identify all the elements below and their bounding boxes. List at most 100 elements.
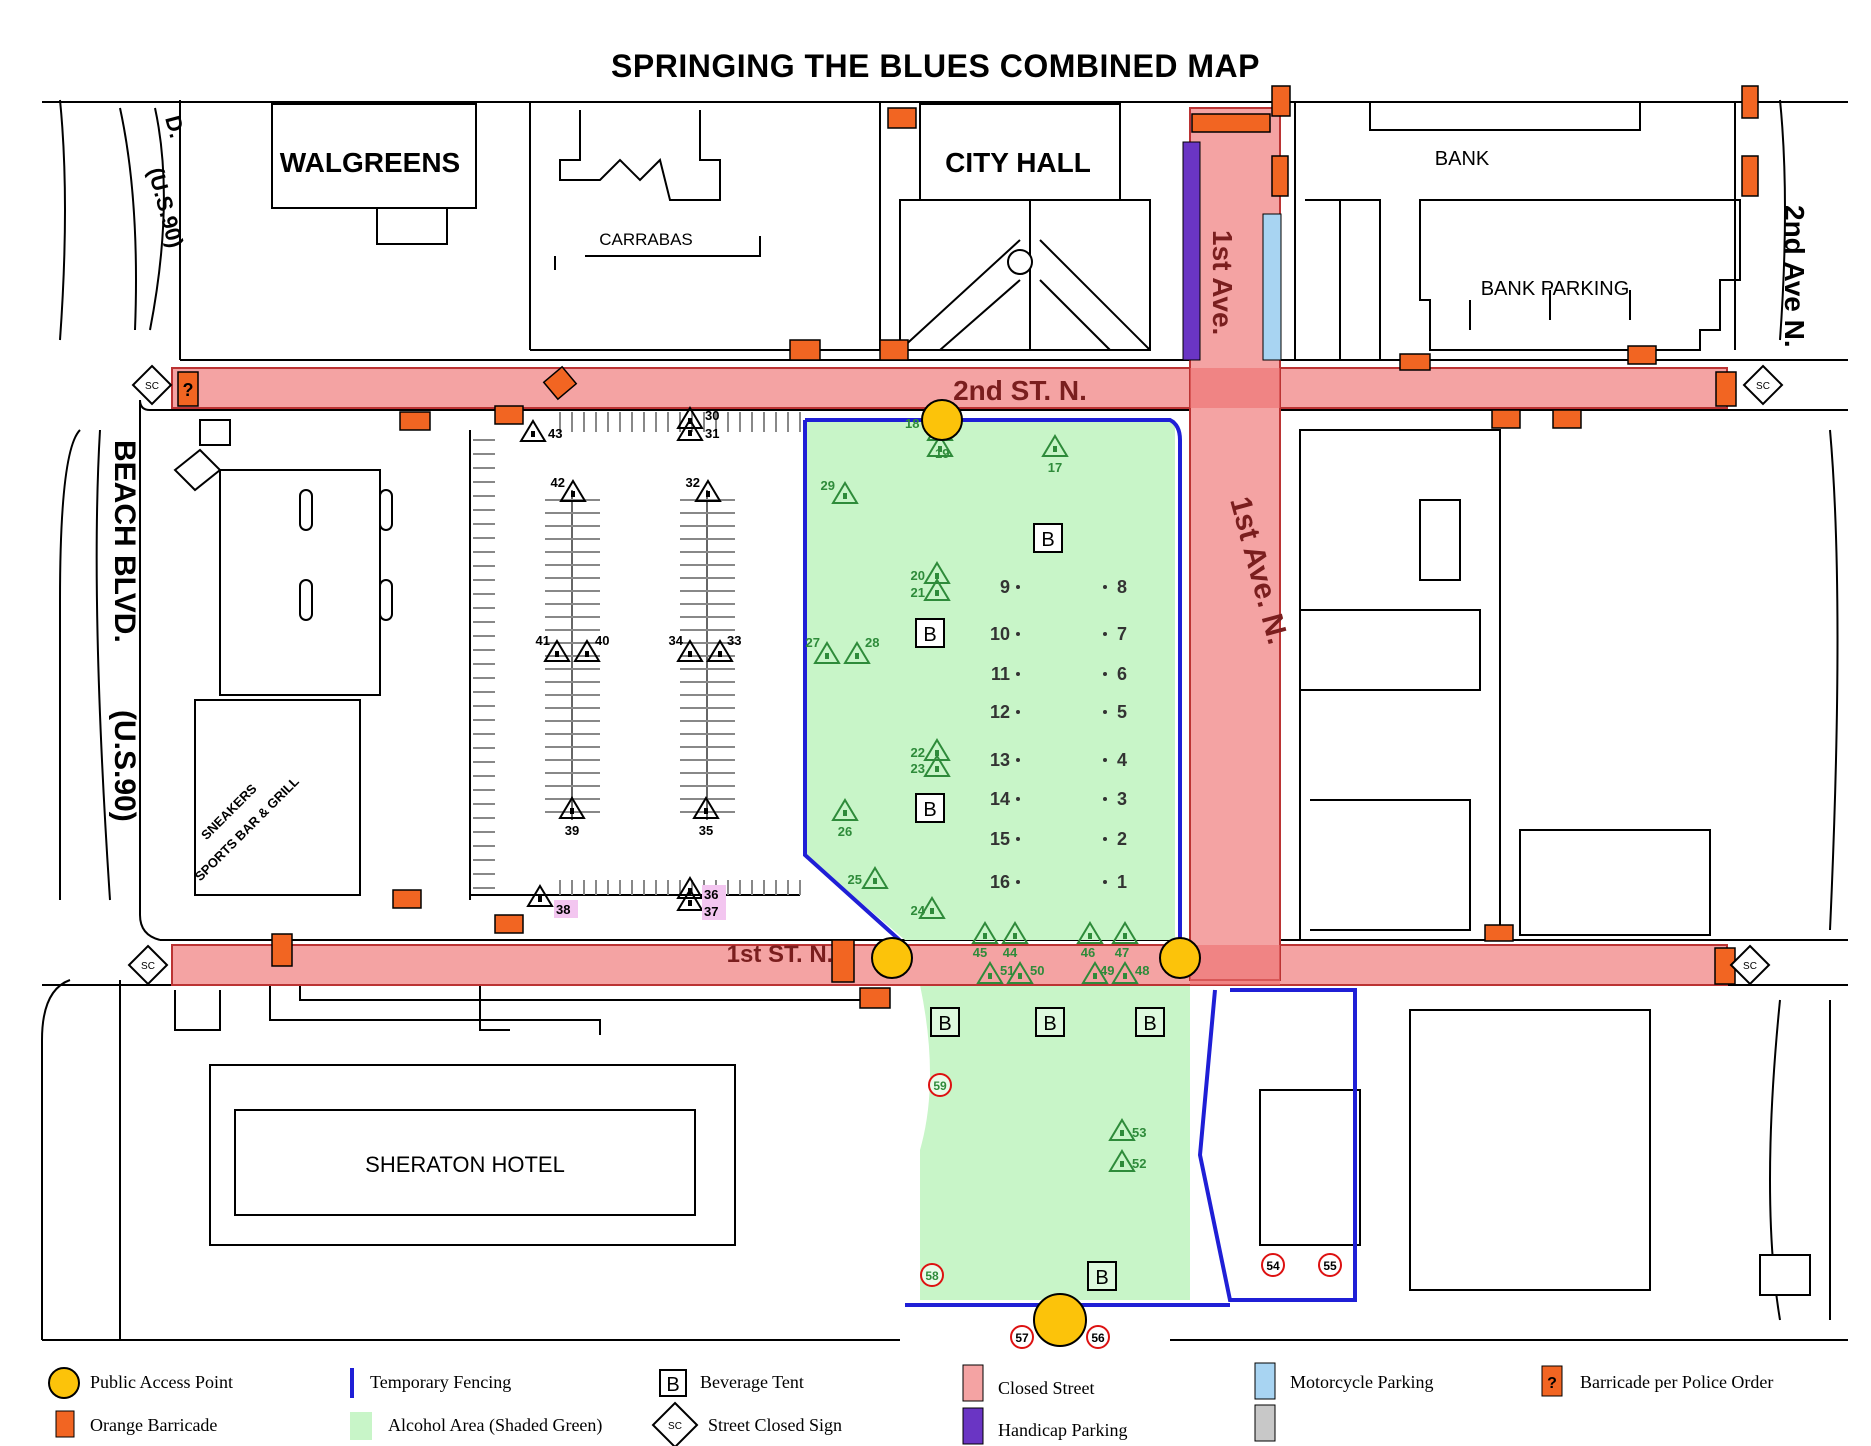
street-outlines <box>41 99 1848 1341</box>
lot-marker <box>559 479 587 502</box>
no-parking-marker: 56 <box>1086 1325 1110 1349</box>
booth-number: 5 <box>1117 702 1127 722</box>
marker-number: 33 <box>727 633 741 648</box>
alcohol-area-marker <box>923 578 951 601</box>
legend-access-symbol <box>48 1367 80 1399</box>
marker-number: 53 <box>1132 1125 1146 1140</box>
right-building <box>1519 829 1711 936</box>
legend-barricade-symbol <box>55 1410 75 1438</box>
legend-label: Beverage Tent <box>700 1372 804 1392</box>
marker-number: 41 <box>536 633 550 648</box>
access-point <box>871 937 913 979</box>
booth-number: 9 <box>1000 577 1010 597</box>
us90-label: (U.S.90) <box>108 710 141 822</box>
no-parking-marker: 59 <box>928 1073 952 1097</box>
booth-number: 15 <box>990 829 1010 849</box>
marker-number: 46 <box>1081 945 1095 960</box>
booth-number: 12 <box>990 702 1010 722</box>
alcohol-area-north <box>805 420 1175 940</box>
beverage-tent: B <box>915 618 945 648</box>
beverage-tent-letter: B <box>1041 529 1054 551</box>
lot-marker <box>676 888 704 911</box>
marker-number: 52 <box>1132 1156 1146 1171</box>
legend-closed: Closed Street <box>998 1378 1095 1399</box>
beverage-tent: B <box>1033 523 1063 553</box>
legend-sc-symbol <box>651 1401 699 1446</box>
legend-label: Handicap Parking <box>998 1420 1128 1440</box>
us90-top-prefix: D. <box>160 113 190 141</box>
alcohol-area-marker <box>1111 921 1139 944</box>
legend-tent: Beverage Tent <box>700 1372 804 1393</box>
marker-number: 37 <box>704 904 718 919</box>
walgreens-annex <box>376 207 448 245</box>
marker-number: 24 <box>911 903 926 918</box>
lot-marker <box>676 418 704 441</box>
alcohol-area-south <box>920 985 1190 1300</box>
beverage-tent: B <box>1135 1007 1165 1037</box>
public-access-points <box>871 399 1201 1347</box>
marker-number: 43 <box>548 426 562 441</box>
buildings <box>173 102 1811 1296</box>
marker-number: 47 <box>1115 945 1129 960</box>
beverage-tent: B <box>915 793 945 823</box>
no-parking-number: 56 <box>1091 1331 1105 1345</box>
beverage-tent: B <box>930 1007 960 1037</box>
marker-number: 34 <box>669 633 684 648</box>
street-closed-sign: SC <box>1729 944 1771 986</box>
alcohol-area-marker <box>813 641 841 664</box>
lot-marker <box>543 639 571 662</box>
booth-number: 16 <box>990 872 1010 892</box>
lot-marker <box>694 479 722 502</box>
carrabas-building <box>559 110 721 201</box>
small-structure <box>199 419 231 446</box>
motorcycle-parking-area <box>1262 213 1282 361</box>
alcohol-area-marker <box>1111 961 1139 984</box>
marker-number: 32 <box>686 475 700 490</box>
lot-marker <box>692 796 720 819</box>
carrabas-lot <box>529 102 881 351</box>
street-closed-sign-text: SC <box>141 961 155 972</box>
legend-motorcycle: Motorcycle Parking <box>1290 1372 1433 1393</box>
closed-1st-st <box>171 944 1728 986</box>
legend-sc: Street Closed Sign <box>708 1415 842 1436</box>
alcohol-area-marker <box>923 561 951 584</box>
alcohol-area-marker <box>1108 1118 1136 1141</box>
booth-number: 10 <box>990 624 1010 644</box>
legend-gray-symbol <box>1254 1404 1276 1442</box>
alcohol-area-marker <box>1081 961 1109 984</box>
sheraton-label: SHERATON HOTEL <box>365 1152 565 1177</box>
access-point <box>1159 937 1201 979</box>
lot-marker <box>676 639 704 662</box>
lower-right-building <box>1409 1009 1651 1291</box>
lot-marker <box>706 639 734 662</box>
booth-number: 13 <box>990 750 1010 770</box>
beverage-tent-letter: B <box>923 624 936 646</box>
booth-number: 3 <box>1117 789 1127 809</box>
street-closed-sign: SC <box>127 944 169 986</box>
marker-number: 22 <box>911 745 925 760</box>
marker-number: 28 <box>865 635 879 650</box>
first-ave-label: 1st Ave. <box>1207 230 1238 335</box>
alcohol-area-marker <box>1041 434 1069 457</box>
alcohol-area-marker <box>1006 961 1034 984</box>
marker-number: 42 <box>551 475 565 490</box>
marker-number: 36 <box>704 887 718 902</box>
beverage-tent-letter: B <box>1095 1267 1108 1289</box>
beverage-tent: B <box>1087 1261 1117 1291</box>
legend-tent-symbol <box>659 1369 687 1397</box>
alcohol-area-marker <box>861 866 889 889</box>
parking-lot <box>469 430 800 900</box>
marker-number: 38 <box>556 902 570 917</box>
marker-number: 26 <box>838 824 852 839</box>
legend-fencing-symbol <box>350 1368 354 1398</box>
legend-label: Alcohol Area (Shaded Green) <box>388 1415 603 1435</box>
legend-label: Orange Barricade <box>90 1415 218 1435</box>
beverage-tent-letter: B <box>1143 1013 1156 1035</box>
marker-number: 29 <box>821 478 835 493</box>
marker-number: 44 <box>1003 945 1018 960</box>
no-parking-marker: 54 <box>1261 1253 1285 1277</box>
street-closed-sign-text: SC <box>1756 381 1770 392</box>
lot-marker <box>558 796 586 819</box>
bank-parking-label: BANK PARKING <box>1481 278 1630 300</box>
